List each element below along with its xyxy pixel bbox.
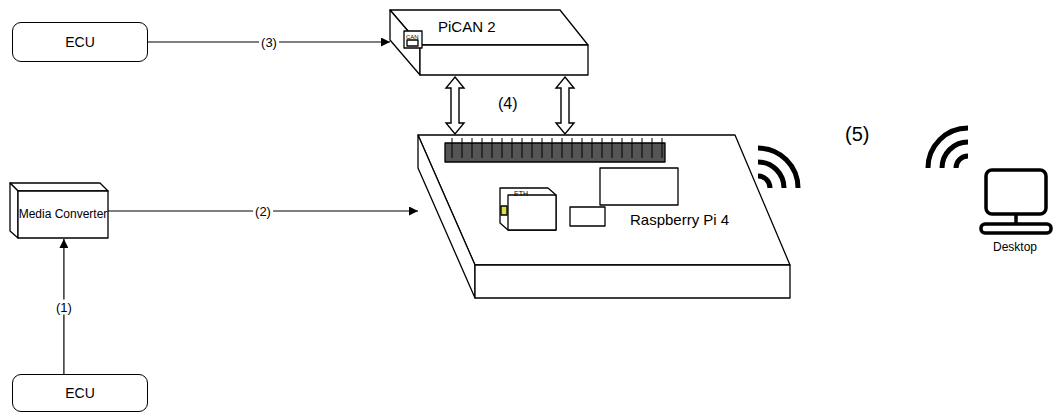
- node-label: Raspberry Pi 4: [630, 211, 729, 228]
- monitor: [986, 170, 1046, 214]
- gpio-pin: [472, 138, 473, 158]
- can-port-socket: [407, 40, 418, 46]
- board-top: [418, 135, 790, 265]
- wifi-arc: [758, 148, 798, 188]
- gpio-pin: [592, 138, 593, 158]
- desktop-computer: Desktop: [978, 160, 1052, 262]
- node-label: ECU: [65, 34, 95, 50]
- gpio-pin: [522, 138, 523, 158]
- board-front: [420, 45, 588, 75]
- keyboard-base: [981, 224, 1051, 233]
- box-side: [10, 183, 18, 238]
- callout-number: (5): [845, 123, 869, 146]
- gpio-pin: [542, 138, 543, 158]
- raspberry-pi-board: Raspberry Pi 4: [418, 135, 790, 300]
- gpio-pin: [632, 138, 633, 158]
- gpio-pin: [652, 138, 653, 158]
- ecu-box: ECU: [12, 22, 148, 62]
- node-label: PiCAN 2: [438, 18, 496, 35]
- bus-arrow: [556, 77, 574, 134]
- ram-chip: [570, 207, 605, 226]
- wifi-arc: [758, 162, 784, 188]
- eth-led: [501, 206, 507, 215]
- eth-port-body: [500, 188, 556, 230]
- gpio-pin: [502, 138, 503, 158]
- gpio-pin: [612, 138, 613, 158]
- bus-arrow: [446, 77, 464, 134]
- callout-number: (3): [259, 35, 279, 50]
- eth-port-front: [508, 195, 556, 230]
- gpio-pin: [532, 138, 533, 158]
- node-outline: [418, 135, 790, 300]
- gpio-pin: [482, 138, 483, 158]
- gpio-pin: [582, 138, 583, 158]
- node-label: Desktop: [978, 240, 1052, 254]
- board-front: [475, 265, 790, 298]
- gpio-pin: [462, 138, 463, 158]
- node-label: Media Converter: [18, 191, 108, 238]
- node-label: ECU: [65, 385, 95, 401]
- port-label: ETH: [514, 190, 528, 197]
- port-label: CAN: [406, 34, 419, 40]
- gpio-pin: [602, 138, 603, 158]
- box-front: [18, 191, 108, 238]
- callout-number: (2): [253, 204, 273, 219]
- callout-number: (1): [54, 299, 74, 314]
- wifi-arc: [928, 128, 968, 168]
- gpio-pin: [562, 138, 563, 158]
- soc-chip: [600, 168, 678, 205]
- gpio-pin: [492, 138, 493, 158]
- wifi-arc: [758, 176, 770, 188]
- gpio-pin: [572, 138, 573, 158]
- callout-number: (4): [498, 95, 518, 113]
- ecu-box: ECU: [12, 374, 148, 412]
- gpio-pin: [642, 138, 643, 158]
- media-converter-box: Media Converter: [10, 183, 108, 239]
- gpio-pin: [512, 138, 513, 158]
- gpio-pin: [452, 138, 453, 158]
- gpio-pin: [552, 138, 553, 158]
- box-top: [10, 183, 108, 191]
- wifi-arc: [956, 156, 968, 168]
- pican-board: PiCAN 2: [390, 10, 588, 76]
- can-port: [404, 31, 422, 48]
- gpio-pin: [622, 138, 623, 158]
- wifi-arc: [942, 142, 968, 168]
- gpio-pin: [662, 138, 663, 158]
